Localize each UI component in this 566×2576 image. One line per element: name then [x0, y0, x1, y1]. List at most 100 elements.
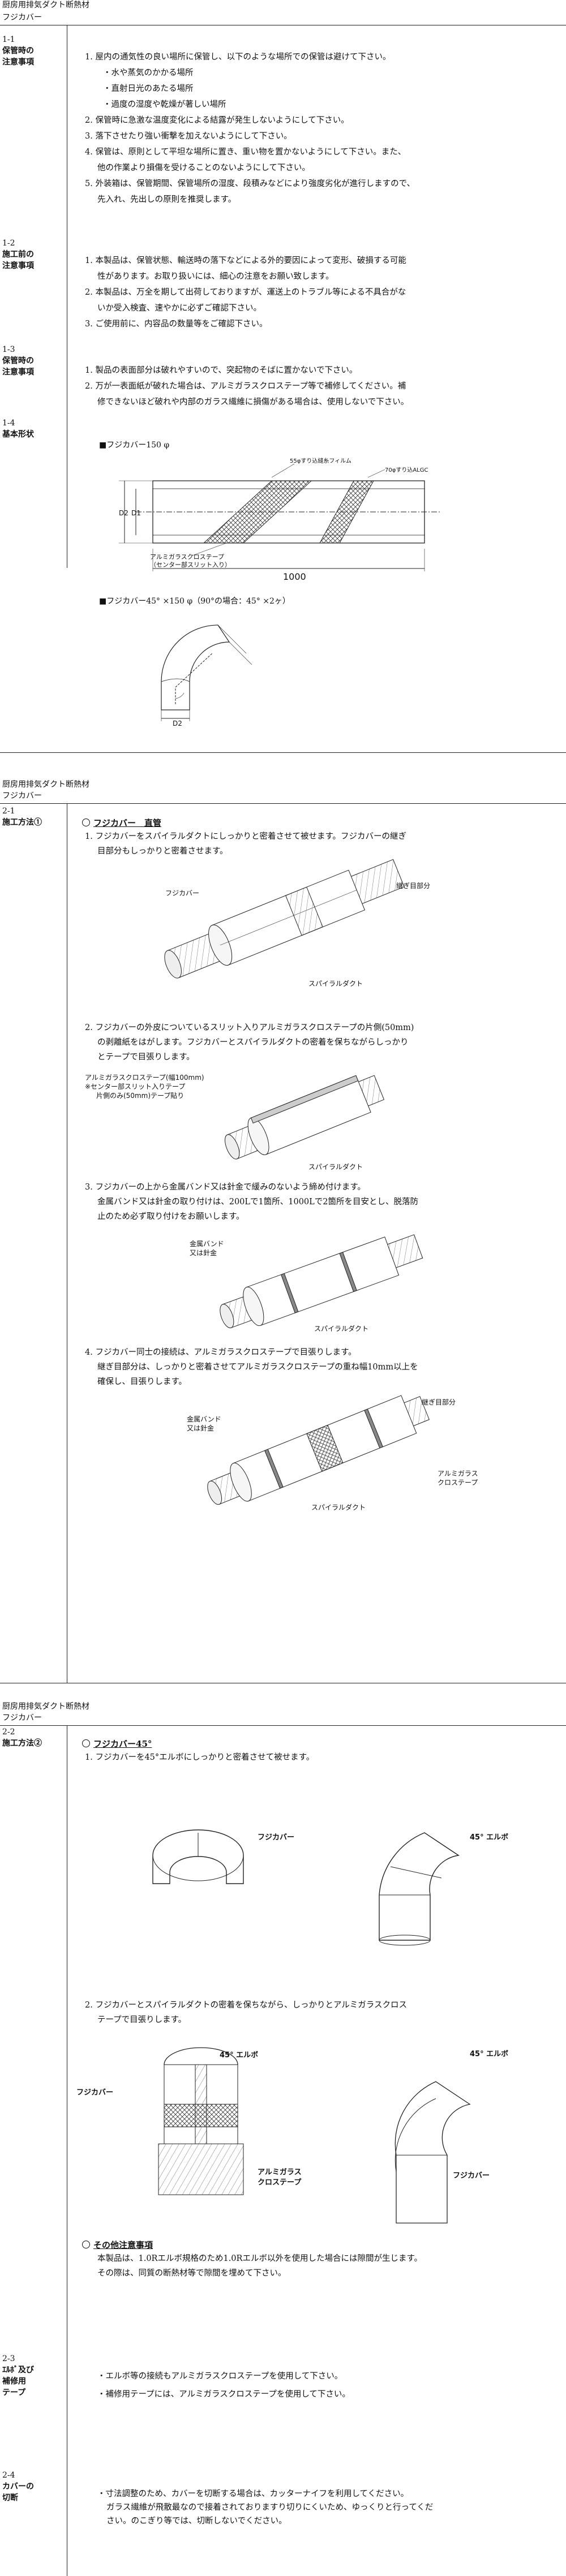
s4-line2: ガラス繊維が飛散最なので接着されておりますり切りにくいため、ゆっくりと行ってくだ	[106, 2503, 434, 2512]
circle-bullet-icon	[82, 1739, 90, 1747]
step2-label-tape1: アルミガラス	[258, 2168, 302, 2177]
heading-other: その他注意事項	[82, 2239, 153, 2251]
step2-label-slit: ※センター部スリット入りテープ	[85, 1083, 186, 1091]
step4-label-tape2: クロステープ	[438, 1479, 478, 1487]
other-line1: 本製品は、1.0Rエルボ規格のため1.0Rエルボ以外を使用した場合には隙間が生じ…	[97, 2254, 423, 2263]
step2-label-cover-a: フジカバー	[76, 2088, 114, 2097]
step1-line1: 1. フジカバーを45°エルボにしっかりと密着させて被せます。	[85, 1753, 315, 1762]
step3-label-duct: スパイラルダクト	[314, 1325, 369, 1333]
step1-label-duct: スパイラルダクト	[308, 980, 363, 988]
doc-title: 厨房用排気ダクト断熱材	[2, 1, 89, 10]
step4-label-duct: スパイラルダクト	[311, 1504, 366, 1511]
step3-line3: 止のため必ず取り付けをお願いします。	[97, 1212, 245, 1221]
section-2-3-label: 2-3 ｴﾙﾎﾞ及び 補修用 テープ	[2, 2353, 65, 2398]
step2-label-duct: スパイラルダクト	[308, 1163, 363, 1171]
divider	[0, 1725, 566, 1726]
open-cover-illustration	[152, 1829, 244, 1884]
section-title: 施工方法①	[2, 818, 42, 827]
step4-label-wire: 又は針金	[187, 1424, 215, 1432]
step1-line2: 目部分もしっかりと密着させます。	[97, 847, 228, 856]
fig1-dim-d2: D2	[119, 509, 128, 517]
fig1-dim-d1: D1	[131, 509, 141, 517]
step2-label-oneside: 片側のみ(50mm)テープ貼り	[96, 1092, 185, 1100]
step1-label-cover: フジカバー	[165, 889, 200, 897]
section-2-1-label: 2-1 施工方法①	[2, 805, 65, 828]
step4-line3: 確保し、目張りします。	[97, 1377, 187, 1386]
step4-line2: 継ぎ目部分は、しっかりと密着させてアルミガラスクロステープの重ね幅10mm以上を	[97, 1363, 418, 1372]
product-name: フジカバー	[2, 1713, 42, 1722]
section-1-3-label: 1-3 保管時の 注意事項	[2, 344, 65, 378]
fig1-length: 1000	[283, 571, 306, 582]
s1-sub-1: ・水や蒸気のかかる場所	[103, 68, 194, 77]
step4-illustration	[207, 1395, 430, 1505]
step2-label-tape: アルミガラスクロステープ(幅100mm)	[85, 1074, 204, 1082]
fig1-tape-label-2: （センター部スリット入り）	[150, 561, 231, 568]
step3-illustration	[220, 1234, 423, 1329]
elbow-illustration	[379, 1832, 460, 1946]
fig1-label-film: 55φすり込縫糸フィルム	[290, 458, 351, 464]
step2-label-tape2: クロステープ	[258, 2178, 302, 2187]
fig1-label-algc: 70φすり込ALGC	[385, 467, 428, 473]
step3-line1: 3. フジカバーの上から金属バンド又は針金で緩みのないよう締め付けます。	[85, 1183, 366, 1192]
section-number: 1-2	[2, 239, 15, 248]
step1-label-joint: 継ぎ目部分	[396, 882, 431, 890]
elbow-cover-diagram	[161, 624, 252, 721]
s1-item-3: 3. 落下させたり強い衝撃を加えないようにして下さい。	[85, 132, 292, 141]
step3-label-band: 金属バンド	[190, 1240, 224, 1248]
section-title: ｴﾙﾎﾞ及び 補修用 テープ	[2, 2366, 34, 2397]
step3-label-wire: 又は針金	[190, 1249, 217, 1257]
taped-cover-illustration	[158, 2047, 244, 2195]
section-number: 1-4	[2, 419, 15, 428]
section-number: 2-3	[2, 2354, 15, 2363]
s2-item-2: 2. 本製品は、万全を期して出荷しておりますが、運送上のトラブル等による不具合が…	[85, 288, 406, 297]
section-number: 2-1	[2, 807, 15, 816]
fig2-caption: ■フジカバー45° ×150 φ（90°の場合：45° ×2ヶ）	[99, 597, 290, 606]
circle-bullet-icon	[82, 2241, 90, 2248]
section-number: 1-3	[2, 345, 15, 354]
doc-title: 厨房用排気ダクト断熱材	[2, 1702, 89, 1711]
s4-line3: さい。のこぎり等では、切断しないでください。	[106, 2517, 287, 2526]
step4-line1: 4. フジカバー同士の接続は、アルミガラスクロステープで目張りします。	[85, 1348, 357, 1357]
step2-label-elbow-b: 45° エルボ	[470, 2050, 509, 2058]
step2-line1: 2. フジカバーの外皮についているスリット入りアルミガラスクロステープの片側(5…	[85, 1023, 414, 1032]
section-1-2-label: 1-2 施工前の 注意事項	[2, 238, 65, 272]
doc-title: 厨房用排気ダクト断熱材	[2, 780, 89, 789]
step4-label-joint: 継ぎ目部分	[422, 1398, 456, 1406]
section-title: 基本形状	[2, 430, 34, 439]
section-number: 1-1	[2, 35, 15, 44]
s1-sub-2: ・直射日光のあたる場所	[103, 84, 194, 93]
section-title: 施工前の 注意事項	[2, 250, 34, 270]
heading-straight: フジカバー 直管	[82, 817, 161, 829]
s1-sub-3: ・過度の湿度や乾燥が著しい場所	[103, 100, 226, 109]
heading-text: その他注意事項	[93, 2240, 153, 2250]
s1-item-1: 1. 屋内の通気性の良い場所に保管し、以下のような場所での保管は避けて下さい。	[85, 53, 391, 62]
s3-item-2: 2. 万が一表面紙が破れた場合は、アルミガラスクロステープ等で補修してください。…	[85, 382, 406, 391]
section-title: カバーの 切断	[2, 2482, 34, 2502]
s1-item-2: 2. 保管時に急激な温度変化による結露が発生しないようにして下さい。	[85, 116, 349, 125]
step1-label-elbow: 45° エルボ	[470, 1833, 509, 1842]
section-number: 2-4	[2, 2471, 15, 2480]
straight-cover-diagram	[119, 463, 441, 571]
step4-label-band: 金属バンド	[187, 1415, 221, 1423]
step2-line1: 2. フジカバーとスパイラルダクトの密着を保ちながら、しっかりとアルミガラスクロ…	[85, 2001, 408, 2010]
step1-line1: 1. フジカバーをスパイラルダクトにしっかりと密着させて被せます。フジカバーの継…	[85, 832, 406, 841]
s2-item-1-cont: 性があります。お取り扱いには、細心の注意をお願い致します。	[97, 272, 334, 281]
step1-illustration	[164, 859, 405, 979]
heading-text: フジカバー 直管	[93, 818, 162, 828]
divider	[0, 803, 566, 804]
fig1-caption: ■フジカバー150 φ	[99, 441, 170, 450]
step2-label-elbow-a: 45° エルボ	[220, 2051, 259, 2060]
step2-line3: とテープで目張りします。	[97, 1053, 195, 1062]
s3-bullet-2: ・補修用テープには、アルミガラスクロステープを使用して下さい。	[97, 2390, 350, 2399]
page-break	[0, 752, 566, 753]
s3-item-2-cont: 修できないほど破れや内部のガラス繊維に損傷がある場合は、使用しないで下さい。	[97, 398, 409, 407]
section-title: 施工方法②	[2, 1739, 42, 1748]
step2-label-cover-b: フジカバー	[453, 2172, 490, 2180]
step2-line2: テープで目張りします。	[97, 2015, 187, 2024]
section-2-2-label: 2-2 施工方法②	[2, 1726, 65, 1749]
step2-line2: の剥離紙をはがします。フジカバーとスパイラルダクトの密着を保ちながらしっかり	[97, 1038, 409, 1047]
s3-bullet-1: ・エルボ等の接続もアルミガラスクロステープを使用して下さい。	[97, 2372, 343, 2381]
s2-item-1: 1. 本製品は、保管状態、輸送時の落下などによる外的要因によって変形、破損する可…	[85, 256, 406, 265]
section-number: 2-2	[2, 1728, 15, 1737]
heading-text: フジカバー45°	[93, 1739, 152, 1749]
